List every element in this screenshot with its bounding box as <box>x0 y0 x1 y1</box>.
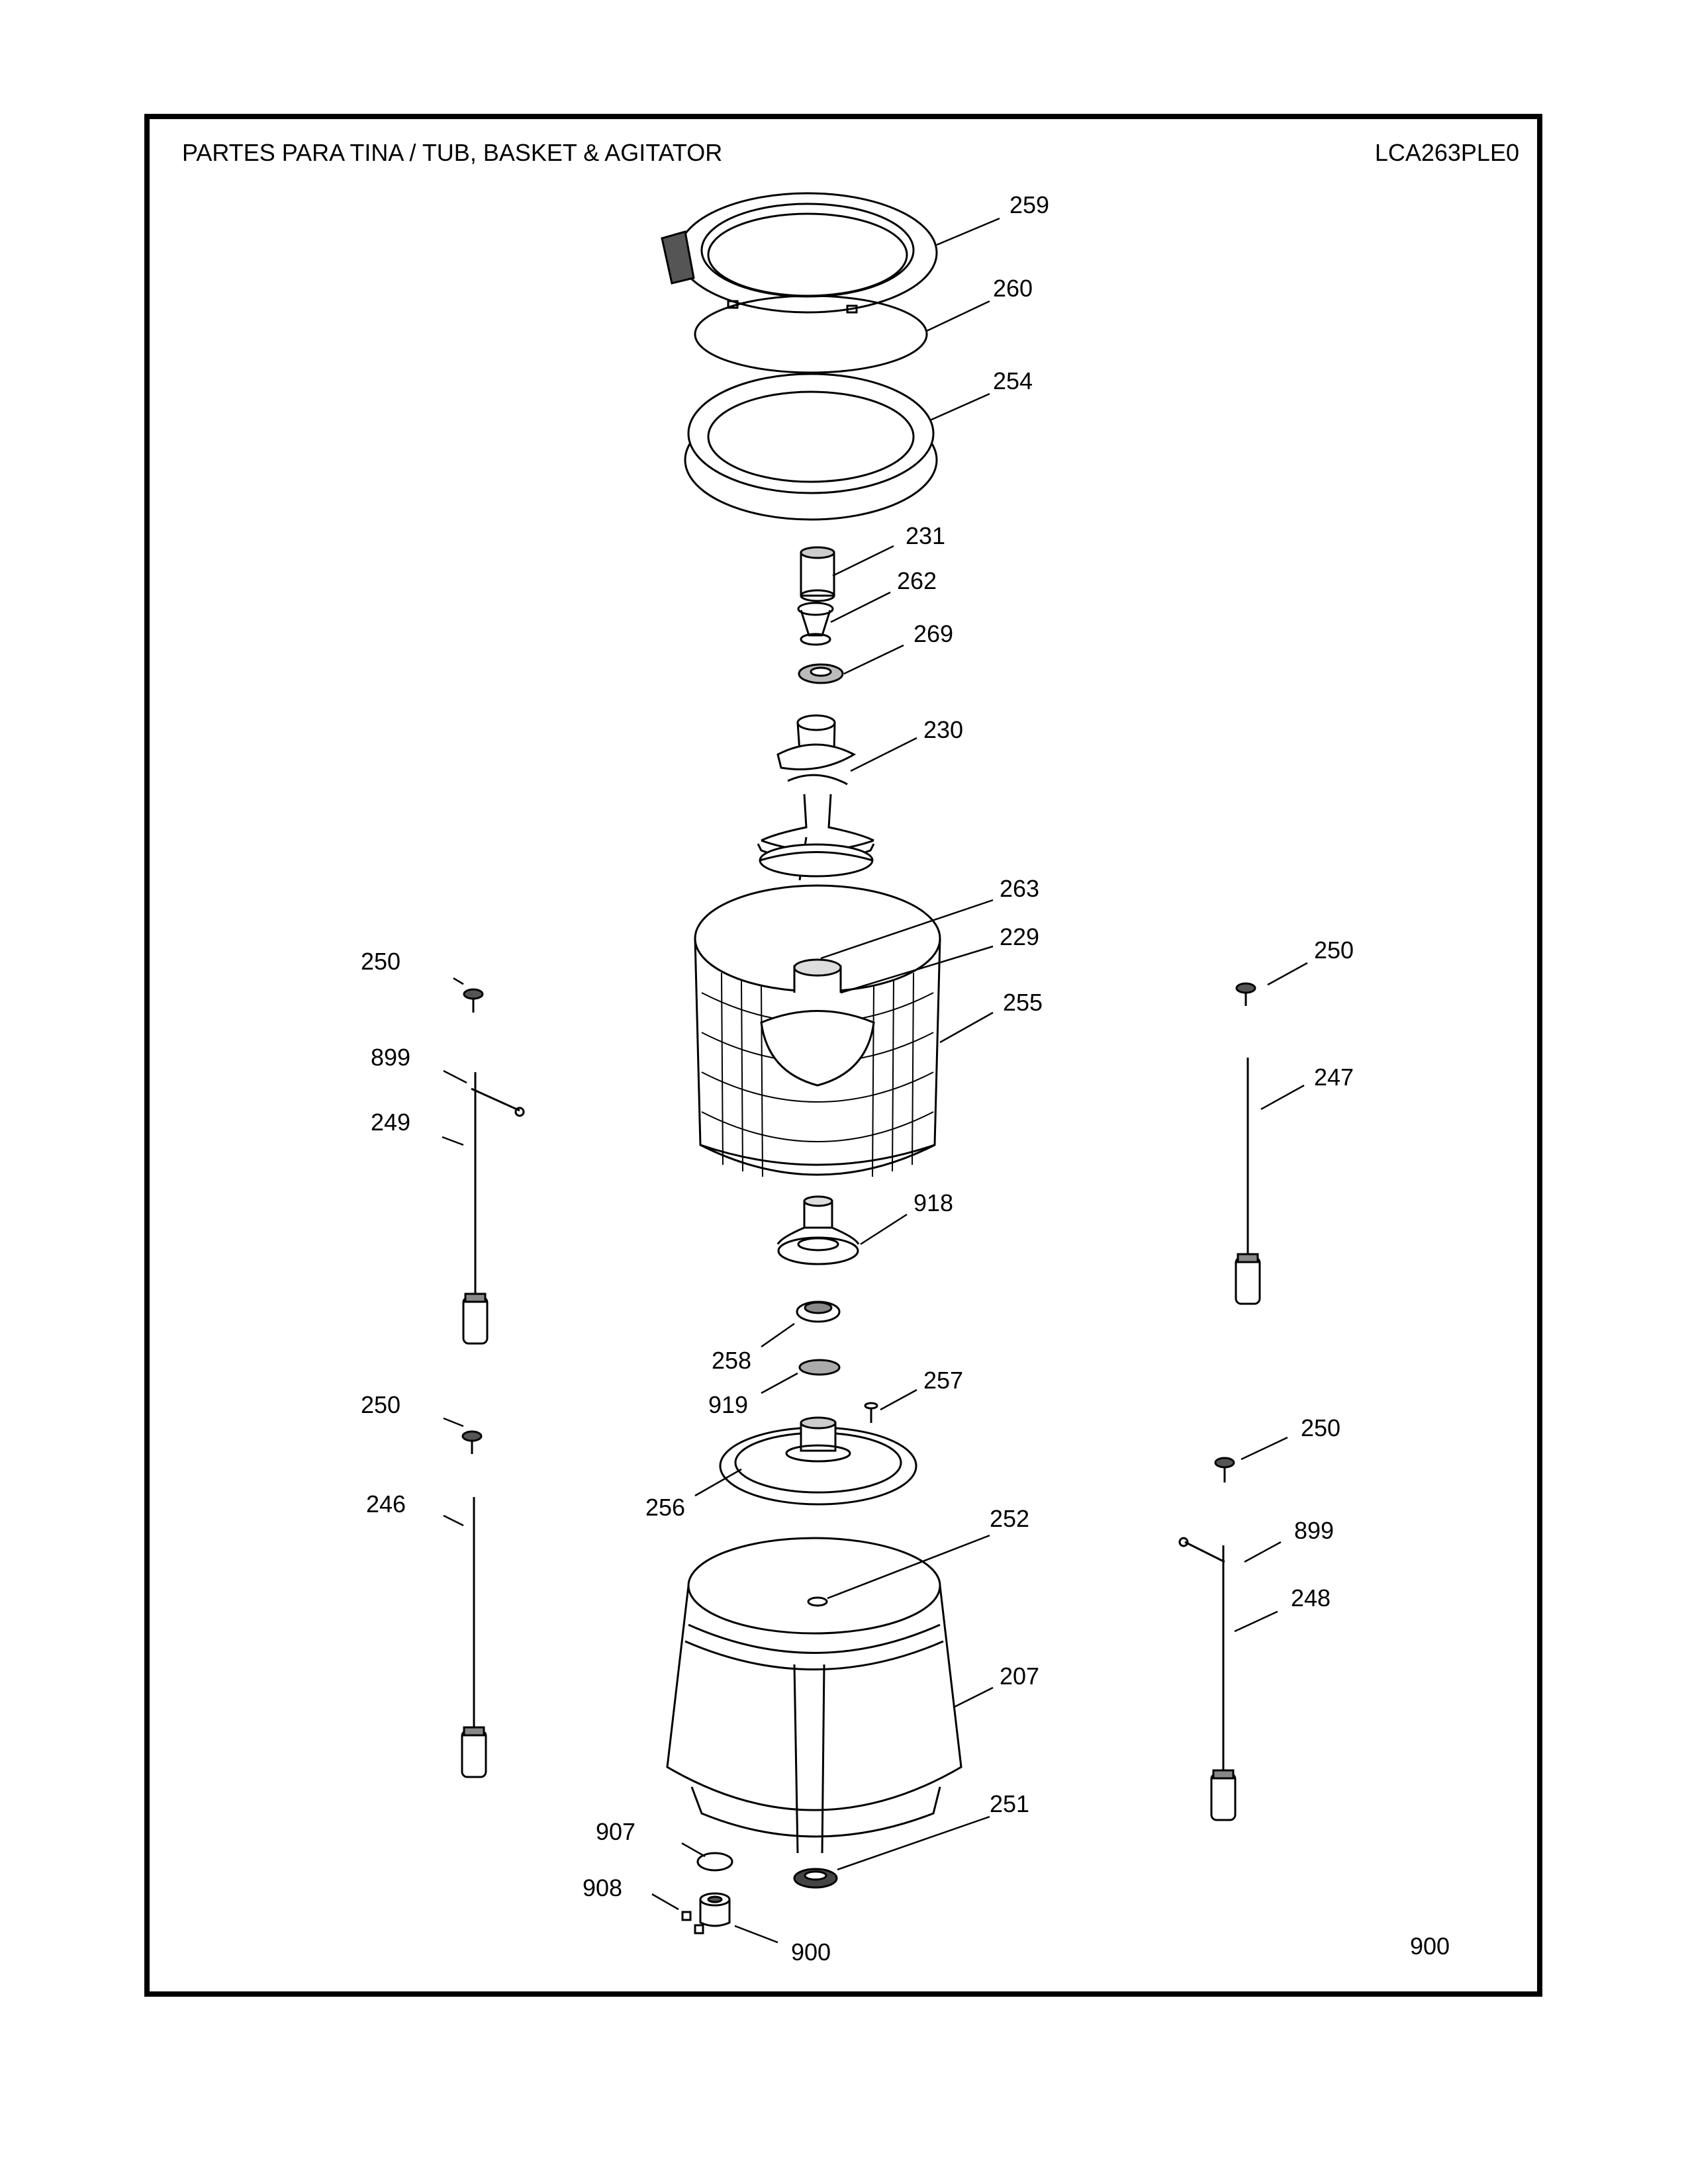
suspension-screw-part <box>461 1430 483 1454</box>
callout-262: 262 <box>897 567 937 594</box>
callout-207: 207 <box>1000 1662 1039 1690</box>
wash-basket-part <box>694 884 941 1177</box>
tub-mounting-plate-part <box>719 1416 917 1506</box>
diagram-frame <box>144 114 1542 1997</box>
callout-900: 900 <box>791 1938 831 1966</box>
callout-250: 250 <box>361 948 400 975</box>
suspension-screw-part <box>1235 982 1256 1006</box>
callout-249: 249 <box>371 1109 410 1136</box>
page-number: 900 <box>1410 1933 1450 1960</box>
suspension-rod-part <box>461 1497 487 1778</box>
callout-231: 231 <box>906 522 945 549</box>
callout-labels: 259 260 254 231 262 269 230 263 229 255 … <box>361 191 1354 1966</box>
clip-part <box>681 1911 704 1934</box>
diagram-title: PARTES PARA TINA / TUB, BASKET & AGITATO… <box>182 139 723 166</box>
callout-250: 250 <box>1314 936 1354 964</box>
leader-lines <box>442 217 1308 1944</box>
tub-cover-ring-part <box>661 192 938 314</box>
callout-918: 918 <box>914 1189 953 1216</box>
callout-252: 252 <box>990 1505 1029 1532</box>
callout-246: 246 <box>366 1490 406 1518</box>
callout-899: 899 <box>371 1044 410 1071</box>
tub-bearing-part <box>793 1868 838 1889</box>
basket-hub-part <box>776 1195 860 1265</box>
agitator-dog-part <box>798 663 844 684</box>
balance-ring-part <box>684 373 938 521</box>
callout-230: 230 <box>923 716 963 743</box>
callout-250: 250 <box>1301 1414 1340 1441</box>
suspension-rod-part <box>1178 1537 1237 1821</box>
callout-258: 258 <box>712 1347 751 1374</box>
model-number: LCA263PLE0 <box>1374 139 1519 166</box>
callout-248: 248 <box>1291 1584 1331 1612</box>
callout-229: 229 <box>1000 923 1039 950</box>
callout-899: 899 <box>1294 1517 1334 1544</box>
callout-247: 247 <box>1314 1064 1354 1091</box>
agitator-cap-part <box>800 546 835 602</box>
drain-fitting-part <box>699 1892 731 1927</box>
callout-269: 269 <box>914 620 953 647</box>
callout-257: 257 <box>923 1367 963 1394</box>
callout-263: 263 <box>1000 875 1039 902</box>
tub-cover-gasket-part <box>694 295 928 374</box>
callout-250: 250 <box>361 1391 400 1418</box>
suspension-screw-part <box>463 988 484 1013</box>
agitator-bolt-part <box>797 602 834 646</box>
callout-919: 919 <box>708 1391 748 1418</box>
lock-washer-part <box>798 1359 841 1376</box>
callout-255: 255 <box>1003 989 1043 1016</box>
o-ring-part <box>696 1852 733 1872</box>
callout-908: 908 <box>583 1874 622 1901</box>
callout-260: 260 <box>993 275 1033 302</box>
agitator-part <box>757 714 875 881</box>
suspension-screw-part <box>1214 1457 1235 1482</box>
outer-tub-part <box>666 1537 962 1854</box>
callout-256: 256 <box>645 1494 685 1521</box>
screw-part <box>864 1402 878 1423</box>
suspension-rod-part <box>462 1072 525 1345</box>
callout-907: 907 <box>596 1818 635 1845</box>
callout-259: 259 <box>1009 191 1049 218</box>
suspension-rod-part <box>1235 1058 1261 1305</box>
spanner-nut-part <box>796 1300 841 1323</box>
callout-254: 254 <box>993 367 1033 394</box>
callout-251: 251 <box>990 1790 1029 1817</box>
